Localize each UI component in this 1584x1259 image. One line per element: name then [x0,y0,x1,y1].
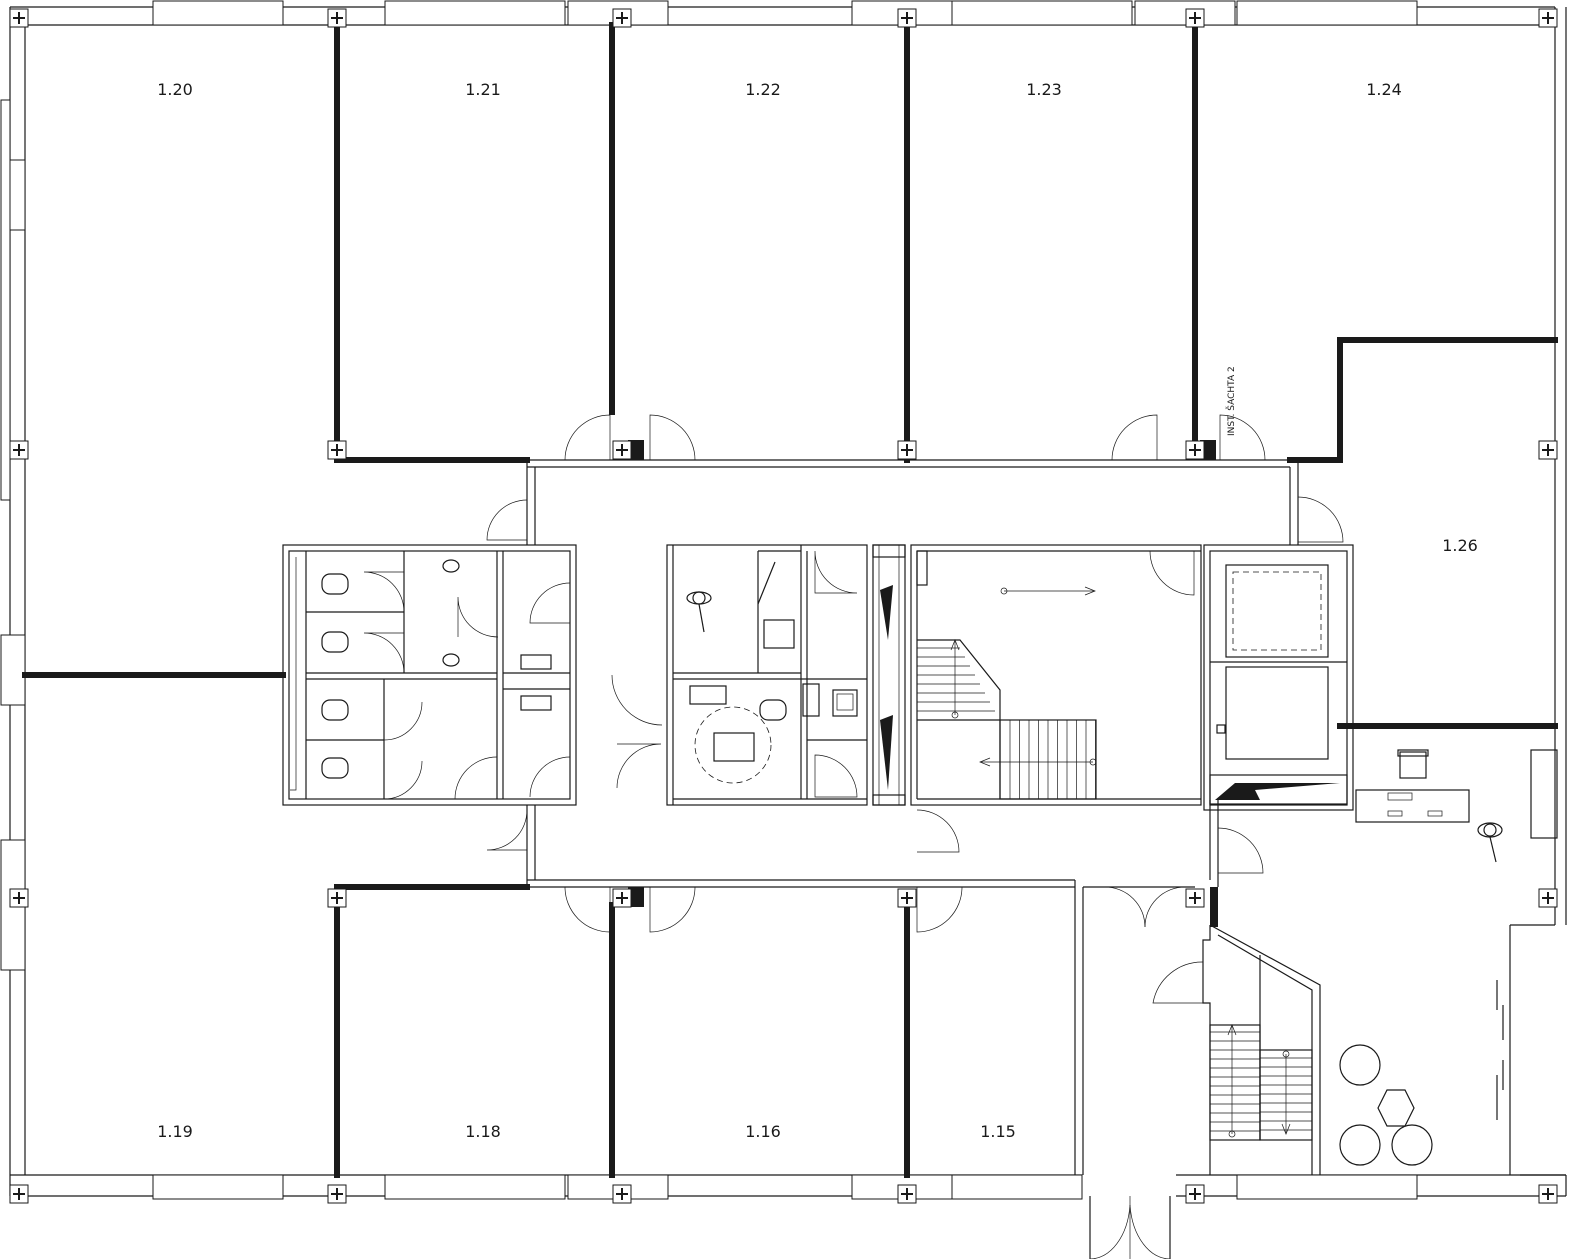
turning-circle [694,706,772,784]
door-swing-icon [616,743,662,789]
room-label-1-22: 1.22 [745,80,781,99]
door-swing-icon [486,414,1344,933]
column-cross-icon [897,8,917,28]
door-swing-icon [457,596,499,638]
column-cross-icon [9,440,29,460]
room-label-1-20: 1.20 [157,80,193,99]
column-cross-icon [327,888,347,908]
column-cross-icon [1185,1184,1205,1204]
column-cross-icon [1185,440,1205,460]
column-cross-icon [612,8,632,28]
door-swing-icon [814,550,858,594]
facade-walls [0,0,1567,1200]
column-cross-icon [612,888,632,908]
column-cross-icon [897,440,917,460]
column-cross-icon [1185,888,1205,908]
room-label-1-21: 1.21 [465,80,501,99]
room-label-1-26: 1.26 [1442,536,1478,555]
wc-block [282,544,577,806]
partition-walls [22,22,1558,1178]
entrance-doors [1089,886,1186,1259]
column-cross-icon [612,440,632,460]
column-cross-icon [612,1184,632,1204]
lounge-chair-icon [1391,1124,1433,1166]
column-cross-icon [9,1184,29,1204]
column-cross-icon [9,8,29,28]
door-swing-icon [814,754,858,798]
room-label-1-16: 1.16 [745,1122,781,1141]
room-label-1-15: 1.15 [980,1122,1016,1141]
column-cross-icon [1185,8,1205,28]
service-block [611,544,906,806]
toilet-icon [321,699,349,721]
column-markers [9,8,1558,1204]
column-cross-icon [327,8,347,28]
column-cross-icon [9,888,29,908]
stair-treads [1210,1031,1312,1132]
room-label-1-19: 1.19 [157,1122,193,1141]
toilet-icon [321,573,349,595]
toilet-icon [442,559,460,573]
column-cross-icon [1538,1184,1558,1204]
sink-icon [763,619,795,649]
staircase-icon [1152,924,1321,1175]
door-swing-icon [529,582,571,624]
toilet-icon [442,653,460,667]
column-cross-icon [1538,8,1558,28]
door-swing-icon [1149,550,1195,596]
column-cross-icon [897,888,917,908]
door-swing-icon [529,756,571,798]
column-cross-icon [897,1184,917,1204]
elevator-icon [1203,544,1354,811]
door-swing-icon [1152,961,1204,1004]
staircase-icon [910,544,1202,806]
desk-icon [1355,789,1470,823]
side-table [1377,1089,1415,1127]
door-swing-icon [383,760,423,800]
sink-icon [689,685,727,705]
toilet-icon [321,631,349,653]
room-label-1-18: 1.18 [465,1122,501,1141]
column-cross-icon [327,440,347,460]
toilet-icon [759,699,787,721]
sink-icon [520,695,552,711]
elevator-control [832,689,858,717]
door-swing-icon [611,674,663,726]
reception-furniture [1339,749,1558,1166]
door-swing-icon [454,756,498,800]
corridor-lines [526,459,1299,1175]
room-label-1-24: 1.24 [1366,80,1402,99]
sink-icon [520,654,552,670]
room-label-1-23: 1.23 [1026,80,1062,99]
lounge-chair-icon [1339,1044,1381,1086]
person-icon [686,591,712,633]
chair-icon [1397,749,1429,779]
column-cross-icon [1538,440,1558,460]
door-swing-icon [363,571,405,613]
lounge-chair-icon [1339,1124,1381,1166]
stair-treads [917,647,1096,799]
person-icon [1477,822,1503,863]
column-cross-icon [1538,888,1558,908]
column-cross-icon [327,1184,347,1204]
shaft-note: INST. ŠACHTA 2 [1225,366,1237,436]
door-swing-icon [383,701,423,741]
toilet-icon [321,757,349,779]
door-swing-icon [363,632,405,674]
